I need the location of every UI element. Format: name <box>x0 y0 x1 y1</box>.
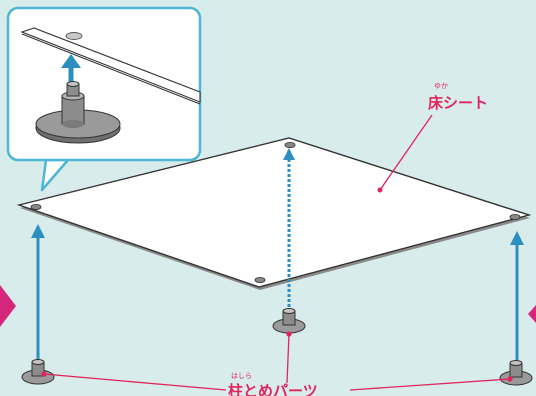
peg-part-right <box>499 360 533 386</box>
inset-detail-panel <box>6 6 202 192</box>
inset-peg-part <box>35 81 121 144</box>
sheet-hole <box>509 213 521 220</box>
peg-part-left <box>21 359 55 385</box>
pillar-parts-label: 柱とめパーツ <box>228 382 318 396</box>
floor-sheet-label: 床シート <box>428 94 488 112</box>
sheet-hole <box>30 203 42 210</box>
floor-sheet-ruby: ゆか <box>434 82 448 90</box>
left-side-marker <box>0 285 16 327</box>
sheet-hole <box>284 141 296 148</box>
assembly-arrows <box>31 148 524 365</box>
inset-arrow-icon <box>61 54 81 68</box>
peg-part-middle <box>272 308 306 334</box>
sheet-hole <box>254 276 266 283</box>
arrow-up-icon <box>31 224 45 238</box>
pillar-parts-ruby: はしら <box>231 372 252 380</box>
leader-lines <box>41 114 513 391</box>
inset-sheet-corner <box>20 27 201 103</box>
arrow-up-icon <box>283 148 295 160</box>
floor-sheet <box>16 137 532 290</box>
inset-sheet-hole <box>65 32 83 40</box>
arrow-up-icon <box>510 231 524 245</box>
right-side-marker <box>528 305 536 323</box>
